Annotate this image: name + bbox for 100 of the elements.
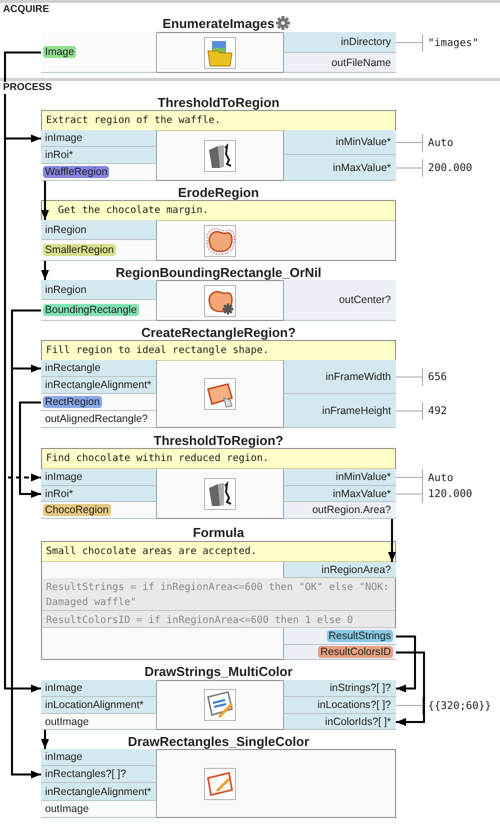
port-label: WaffleRegion [43, 166, 110, 178]
port-label: outCenter? [338, 294, 392, 306]
port-label: outImage [44, 803, 90, 815]
port-label: outRegion.Area? [311, 504, 392, 516]
connector-line [396, 142, 422, 143]
port-label: inRegion [44, 284, 88, 296]
input-port [283, 562, 396, 578]
port-label: ResultStrings [326, 630, 393, 642]
output-port [41, 411, 157, 428]
comment-note: Extract region of the waffle. [42, 111, 395, 131]
formula-expression: ResultStrings = if inRegionArea<=600 then "OK" else "NOK: Damaged waffle" [42, 578, 395, 611]
connector-line [396, 376, 422, 378]
constant-value: 492 [422, 402, 496, 420]
input-port [41, 147, 157, 164]
input-port [41, 680, 157, 697]
port-label: inImage [44, 751, 84, 763]
arrow [41, 261, 49, 280]
input-port [41, 130, 157, 147]
port-label: inRegion [44, 224, 88, 236]
arrow [19, 402, 41, 498]
port-label: outImage [44, 716, 90, 728]
port-label: ResultColorsID [318, 646, 393, 658]
filter-title: Formula [192, 524, 244, 541]
input-port [41, 749, 157, 766]
input-port [283, 155, 396, 181]
arrow [396, 652, 425, 726]
input-port [41, 377, 157, 394]
port-label: inMaxValue* [332, 162, 392, 174]
section-heading: PROCESS [3, 82, 54, 94]
port-label: ChocoRegion [43, 504, 111, 516]
filter-block [41, 15, 396, 73]
formula-expression: ResultColorsID = if inRegionArea<=600 then 1 else 0 [42, 611, 395, 628]
port-label: inRoi* [44, 149, 74, 161]
port-label: inColorIds?[ ]* [324, 716, 392, 728]
input-port [283, 394, 396, 428]
input-port [41, 360, 157, 377]
input-port [41, 220, 157, 240]
port-label: inLocations?[ ]? [316, 699, 392, 711]
section-heading: ACQUIRE [3, 4, 52, 16]
port-label: inRectangleAlignment* [44, 786, 152, 798]
input-port [283, 130, 396, 155]
port-label: inMaxValue* [332, 488, 392, 500]
input-port [41, 697, 157, 714]
port-label: BoundingRectangle [43, 304, 139, 316]
comment-note: Find chocolate within reduced region. [42, 449, 395, 469]
output-port [41, 240, 157, 261]
port-label: inImage [44, 471, 84, 483]
connector-line [396, 705, 422, 706]
filter-title: ErodeRegion [178, 184, 259, 201]
output-port [41, 394, 157, 411]
constant-value: 656 [422, 368, 496, 386]
input-port [283, 697, 396, 714]
port-label: inMinValue* [334, 471, 392, 483]
output-port [283, 502, 396, 519]
connector-line [396, 42, 422, 43]
output-port [41, 801, 157, 818]
port-label: inFrameHeight [321, 405, 392, 417]
output-port [283, 280, 396, 321]
port-label: SmallerRegion [43, 244, 116, 256]
input-port [283, 469, 396, 486]
port-label: inStrings?[ ]? [328, 682, 392, 694]
port-label: outAlignedRectangle? [44, 413, 149, 425]
port-label: inImage [44, 682, 84, 694]
output-port [283, 53, 396, 73]
arrow [396, 636, 416, 692]
constant-value: 200.000 [422, 159, 496, 177]
output-port [41, 502, 157, 519]
input-port [41, 469, 157, 486]
filter-title: ThresholdToRegion? [154, 432, 284, 449]
connector-line [396, 410, 422, 412]
output-port [41, 164, 157, 181]
input-port [41, 486, 157, 502]
input-port [41, 280, 157, 300]
port-label: inRectangleAlignment* [44, 379, 152, 391]
filter-title: DrawRectangles_SingleColor [128, 733, 310, 750]
filter-title: DrawStrings_MultiColor [144, 663, 293, 680]
input-port [283, 680, 396, 697]
port-label: RectRegion [43, 396, 102, 408]
filter-title: EnumerateImages [162, 15, 274, 32]
arrow [11, 310, 41, 778]
output-port [41, 300, 157, 321]
port-label: inFrameWidth [324, 371, 392, 383]
constant-value: "images" [422, 34, 496, 52]
filter-title: ThresholdToRegion [158, 94, 280, 111]
input-port [283, 714, 396, 730]
port-label: inDirectory [340, 36, 392, 48]
output-port [41, 32, 157, 73]
port-label: inMinValue* [334, 136, 392, 148]
constant-value: Auto [422, 468, 496, 486]
filter-title: CreateRectangleRegion? [141, 324, 296, 341]
port-label: inRoi* [44, 488, 74, 500]
input-port [41, 783, 157, 801]
output-port [41, 714, 157, 730]
constant-value: Auto [422, 134, 496, 152]
input-port [41, 766, 157, 783]
port-label: inRectangle [44, 362, 102, 374]
comment-note: Fill region to ideal rectangle shape. [42, 341, 395, 361]
port-label: outFileName [330, 57, 392, 69]
arrow [41, 730, 49, 749]
filter-title: RegionBoundingRectangle_OrNil [116, 264, 322, 281]
